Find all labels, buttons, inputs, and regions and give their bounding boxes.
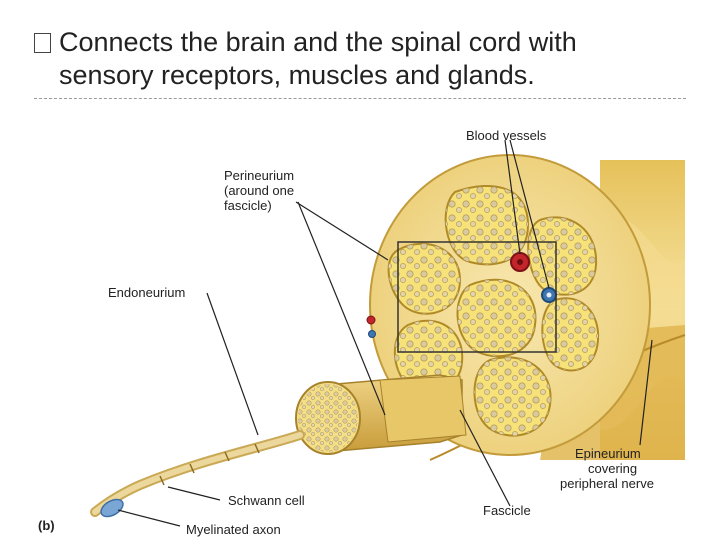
nerve-illustration: Blood vessels Perineurium (around one fa… xyxy=(38,128,686,537)
myelinated-axon xyxy=(90,430,305,518)
label-blood-vessels: Blood vessels xyxy=(466,130,547,143)
label-epineurium-2: covering xyxy=(588,461,637,476)
fascicle xyxy=(541,297,600,372)
fascicle-tube xyxy=(295,374,467,455)
fascicle xyxy=(394,319,464,393)
bullet-point: Connects the brain and the spinal cord w… xyxy=(34,26,694,92)
fascicle xyxy=(456,278,537,358)
zoom-box xyxy=(397,241,557,353)
fascicle xyxy=(473,356,552,437)
label-fascicle: Fascicle xyxy=(483,503,531,518)
label-perineurium-2: (around one xyxy=(224,183,294,198)
title-divider xyxy=(34,98,686,99)
panel-label: (b) xyxy=(38,518,55,533)
fascicle xyxy=(387,242,462,315)
bullet-text-line-1: Connects the brain and the spinal cord w… xyxy=(59,27,577,57)
nerve-diagram: Blood vessels Perineurium (around one fa… xyxy=(0,128,720,540)
label-schwann-cell: Schwann cell xyxy=(228,493,305,508)
label-endoneurium: Endoneurium xyxy=(108,285,185,300)
nerve-cross-section xyxy=(366,154,651,456)
label-epineurium-1: Epineurium xyxy=(575,446,641,461)
leader-lines xyxy=(117,139,653,527)
box-bullet-icon xyxy=(34,33,51,53)
bullet-text-line-2: sensory receptors, muscles and glands. xyxy=(59,60,535,90)
label-myelinated-axon: Myelinated axon xyxy=(186,522,281,537)
label-epineurium-3: peripheral nerve xyxy=(560,476,654,491)
label-perineurium-1: Perineurium xyxy=(224,168,294,183)
axon-tip xyxy=(100,498,124,518)
label-perineurium-3: fascicle) xyxy=(224,198,272,213)
